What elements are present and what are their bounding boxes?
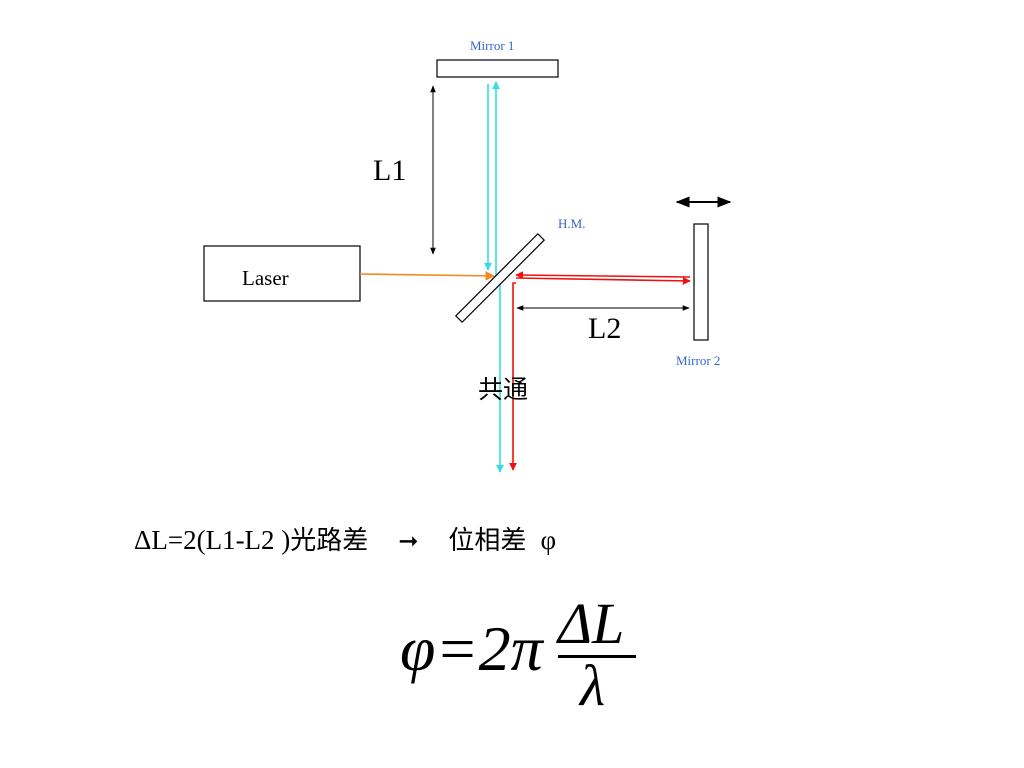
half-mirror — [454, 232, 546, 324]
laser-label: Laser — [242, 266, 289, 290]
l2-label: L2 — [588, 312, 621, 345]
phase-equation-denominator: λ — [580, 653, 606, 718]
phase-equation-lhs: φ=2π — [400, 613, 543, 684]
phase-difference-text: 位相差 — [448, 526, 527, 556]
mirror-2 — [693, 223, 709, 341]
path-difference-text: 光路差 — [290, 526, 369, 556]
half-mirror-label: H.M. — [558, 216, 585, 231]
phase-equation-numerator: ΔL — [558, 591, 625, 656]
phase-symbol: φ — [540, 525, 557, 555]
phase-equation: φ=2π ΔL λ — [400, 595, 640, 725]
mirror-1-label: Mirror 1 — [470, 38, 514, 53]
laser-beam — [359, 271, 495, 281]
path-difference-expression: ΔL=2(L1-L2 ) — [134, 525, 291, 555]
red-beam-output — [509, 282, 517, 471]
mirror-2-label: Mirror 2 — [676, 353, 720, 368]
mirror-1 — [436, 59, 559, 78]
l1-label: L1 — [373, 154, 406, 187]
path-difference-line: ΔL=2(L1-L2 )光路差 ➞ 位相差 φ — [134, 520, 556, 557]
red-beam-to-mirror2 — [515, 276, 691, 285]
common-path-label: 共通 — [478, 375, 528, 404]
fraction-bar — [558, 655, 636, 658]
laser-box — [203, 245, 361, 302]
right-arrow-icon: ➞ — [398, 527, 419, 555]
red-beam-from-mirror2 — [515, 271, 691, 280]
